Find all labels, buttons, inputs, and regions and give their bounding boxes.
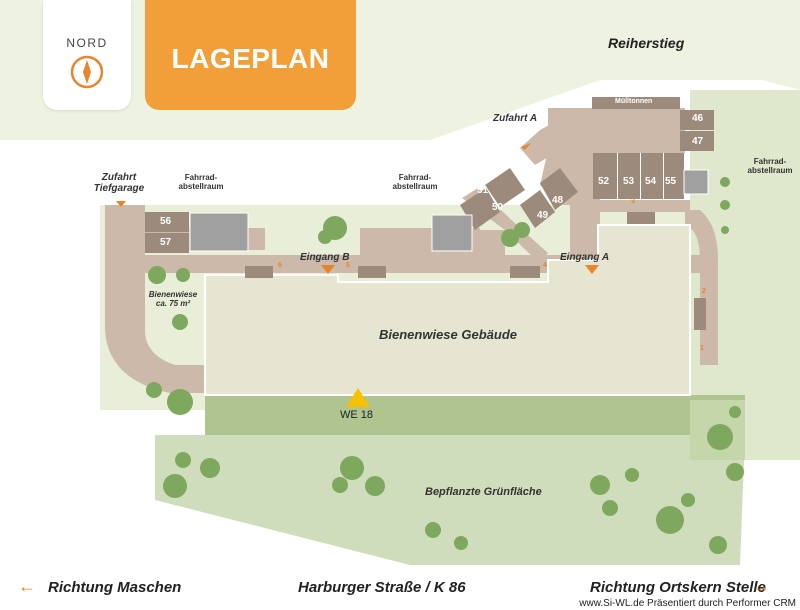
lawn-right-strip — [690, 90, 800, 460]
label-we18: WE 18 — [340, 409, 374, 421]
street-harburger: Harburger Straße / K 86 — [298, 579, 466, 596]
direction-left: Richtung Maschen — [48, 579, 182, 596]
label-muelltonnen: Mülltonnen — [615, 98, 653, 105]
compass-icon — [70, 55, 104, 89]
parking-number-4: 4 — [543, 262, 547, 269]
unit-53[interactable]: 53 — [623, 176, 635, 187]
label-bienenwiese: Bienenwiese ca. 75 m² — [146, 290, 200, 308]
label-building: Bienenwiese Gebäude — [379, 327, 517, 342]
lawn-top-right — [575, 0, 800, 90]
unit-50[interactable]: 50 — [492, 202, 504, 213]
label-fahrrad-left-line2: abstellraum — [178, 182, 224, 191]
label-zufahrt-a: Zufahrt A — [493, 113, 538, 124]
zufahrt-a-marker — [521, 143, 531, 150]
page-title: LAGEPLAN — [171, 43, 330, 74]
label-fahrrad-middle: Fahrrad- abstellraum — [390, 173, 440, 191]
north-label: NORD — [66, 36, 108, 50]
trees — [146, 177, 744, 554]
label-eingang-b: Eingang B — [300, 252, 350, 263]
entrance-b-marker — [321, 265, 335, 274]
entrance-a-marker — [585, 265, 599, 274]
arrow-left-icon: ← — [18, 576, 36, 596]
label-fahrrad-right-line2: abstellraum — [747, 166, 793, 175]
unit-47[interactable]: 47 — [692, 136, 704, 147]
north-card: NORD — [43, 0, 131, 110]
parking-number-5: 5 — [346, 262, 350, 269]
label-fahrrad-middle-line1: Fahrrad- — [398, 173, 432, 182]
parking-number-2: 2 — [702, 288, 706, 295]
footer-credit: www.Si-WL.de Präsentiert durch Performer… — [579, 598, 796, 609]
unit-54[interactable]: 54 — [645, 176, 657, 187]
label-fahrrad-left-line1: Fahrrad- — [184, 173, 218, 182]
arrow-right-icon: → — [752, 576, 770, 596]
label-fahrrad-middle-line2: abstellraum — [392, 182, 438, 191]
label-zufahrt-line1: Zufahrt — [101, 172, 137, 183]
label-fahrrad-right: Fahrrad- abstellraum — [745, 157, 795, 175]
parking-number-6: 6 — [278, 262, 282, 269]
label-eingang-a: Eingang A — [560, 252, 610, 263]
garden-lower — [155, 435, 745, 565]
zufahrt-tiefgarage-marker — [116, 201, 126, 207]
bike-sheds — [189, 169, 709, 252]
title-card: LAGEPLAN — [145, 0, 356, 110]
muelltonnen-shed — [592, 97, 680, 109]
label-zufahrt-line2: Tiefgarage — [93, 183, 145, 194]
unit-57[interactable]: 57 — [160, 237, 172, 248]
parking-number-1: 1 — [700, 345, 704, 352]
direction-right: Richtung Ortskern Stelle — [590, 579, 766, 596]
lawn-lower-green — [205, 395, 745, 435]
street-reiherstieg: Reiherstieg — [608, 35, 685, 51]
unit-46[interactable]: 46 — [692, 113, 704, 124]
parking-number-3: 3 — [631, 198, 635, 205]
unit-49[interactable]: 49 — [537, 210, 549, 221]
unit-56[interactable]: 56 — [160, 216, 172, 227]
label-zufahrt-tiefgarage: Zufahrt Tiefgarage — [88, 172, 150, 194]
unit-52[interactable]: 52 — [598, 176, 610, 187]
main-building — [204, 224, 691, 396]
label-gruenflaeche: Bepflanzte Grünfläche — [425, 486, 542, 498]
label-fahrrad-left: Fahrrad- abstellraum — [176, 173, 226, 191]
label-fahrrad-right-line1: Fahrrad- — [753, 157, 787, 166]
label-bienenwiese-line1: Bienenwiese — [148, 290, 198, 299]
unit-55[interactable]: 55 — [665, 176, 677, 187]
unit-48[interactable]: 48 — [552, 195, 564, 206]
label-bienenwiese-line2: ca. 75 m² — [155, 299, 191, 308]
we18-marker-triangle — [346, 388, 370, 407]
parking-spots — [245, 212, 706, 330]
unit-51[interactable]: 51 — [477, 185, 489, 196]
